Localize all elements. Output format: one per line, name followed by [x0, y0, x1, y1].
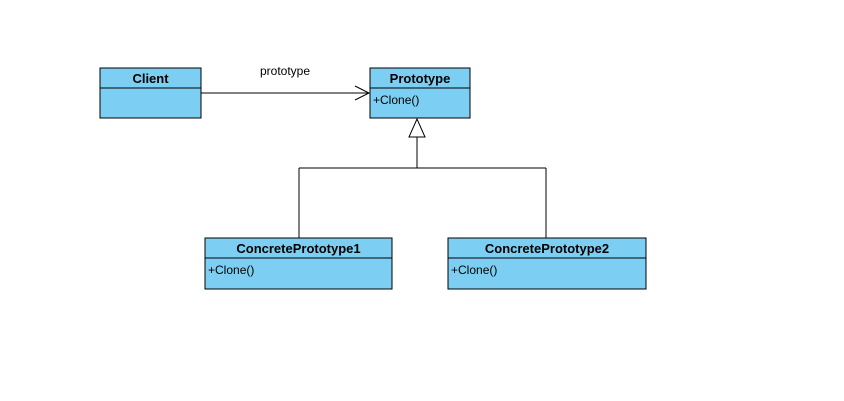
- class-prototype[interactable]: Prototype +Clone(): [369, 67, 471, 119]
- class-client-box: [99, 67, 202, 119]
- association-arrowhead: [354, 85, 371, 101]
- class-concrete-prototype-2[interactable]: ConcretePrototype2 +Clone(): [447, 237, 647, 290]
- association-client-prototype[interactable]: prototype: [201, 64, 371, 101]
- class-concrete-prototype-2-box: [447, 237, 647, 290]
- class-prototype-name: Prototype: [390, 71, 451, 86]
- class-concrete-prototype-2-operation: +Clone(): [451, 263, 497, 277]
- class-concrete-prototype-1[interactable]: ConcretePrototype1 +Clone(): [204, 237, 393, 290]
- association-label: prototype: [260, 64, 310, 78]
- class-concrete-prototype-2-name: ConcretePrototype2: [485, 241, 609, 256]
- generalization-tree[interactable]: [298, 117, 547, 238]
- generalization-triangle-icon: [408, 117, 426, 138]
- class-client-name: Client: [132, 71, 169, 86]
- class-concrete-prototype-1-box: [204, 237, 393, 290]
- class-prototype-operation: +Clone(): [373, 93, 419, 107]
- class-concrete-prototype-1-name: ConcretePrototype1: [236, 241, 360, 256]
- class-client[interactable]: Client: [99, 67, 202, 119]
- class-concrete-prototype-1-operation: +Clone(): [208, 263, 254, 277]
- class-prototype-box: [369, 67, 471, 119]
